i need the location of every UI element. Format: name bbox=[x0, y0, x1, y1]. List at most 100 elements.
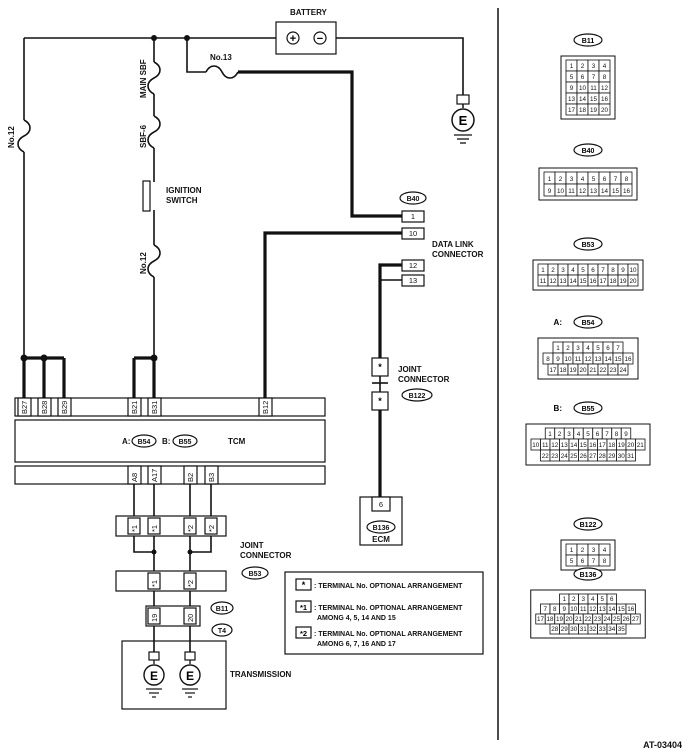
tcm-pin-b2: B2 bbox=[186, 473, 195, 482]
b40-pin-label: 9 bbox=[548, 188, 552, 195]
b40-pin-label: 2 bbox=[559, 176, 563, 183]
tcm-label: TCM bbox=[228, 437, 246, 446]
b136-pin-label: 6 bbox=[610, 596, 614, 603]
b40-badge-label: B40 bbox=[407, 196, 420, 203]
b53-pin-label: 3 bbox=[561, 267, 565, 274]
b136-badge-label: B136 bbox=[580, 572, 597, 579]
b40-pin-label: 11 bbox=[568, 188, 575, 195]
b53-top-pin-2: *1 bbox=[150, 525, 159, 532]
transmission-box bbox=[121, 640, 227, 710]
b53-badge bbox=[573, 237, 603, 251]
fuse-no12-mid-label: No.12 bbox=[139, 252, 148, 274]
b40-pin-label: 8 bbox=[625, 176, 629, 183]
ecm-pin-6: 6 bbox=[379, 500, 383, 509]
ignition-label-1: IGNITION bbox=[166, 186, 202, 195]
b55-pin-label: 19 bbox=[618, 442, 626, 449]
tcm-pin-b28: B28 bbox=[40, 401, 49, 414]
b53-pin-label: 17 bbox=[599, 278, 607, 285]
b54-badge bbox=[573, 315, 603, 329]
b40-pin-label: 5 bbox=[592, 176, 596, 183]
legend-text-2a: : TERMINAL No. OPTIONAL ARRANGEMENT bbox=[314, 605, 463, 612]
b55-pin-label: 1 bbox=[548, 431, 552, 438]
b53-pin-label: 19 bbox=[619, 278, 627, 285]
tcm-block: B27 B28 B29 B21 B31 B12 A: B54 B: B55 TC… bbox=[14, 397, 326, 485]
fuse-no13-label: No.13 bbox=[210, 53, 232, 62]
b11-pin-label: 3 bbox=[592, 63, 596, 70]
b136-pin-label: 32 bbox=[589, 626, 597, 633]
junction-dot bbox=[40, 354, 48, 362]
b136-pin-label: 22 bbox=[584, 616, 592, 623]
fuse-no12-mid-icon bbox=[147, 244, 161, 278]
b53-top-pin-3: *2 bbox=[186, 525, 195, 532]
legend-symbol-1: * bbox=[302, 580, 306, 590]
b55-pin-label: 14 bbox=[570, 442, 578, 449]
b53-pin-label: 5 bbox=[581, 267, 585, 274]
b54-pin-label: 13 bbox=[594, 356, 602, 363]
b122-pin-label: 6 bbox=[581, 558, 585, 565]
b55-pin-label: 7 bbox=[605, 431, 609, 438]
b54-pin-label: 5 bbox=[596, 345, 600, 352]
b53-pin-label: 16 bbox=[589, 278, 597, 285]
b55-pin-label: 17 bbox=[599, 442, 607, 449]
b54-pin-label: 11 bbox=[575, 356, 582, 363]
b54-pin-label: 18 bbox=[559, 367, 567, 374]
b55-pin-label: 9 bbox=[624, 431, 628, 438]
ground-label: E bbox=[459, 113, 468, 128]
fuse-no13-icon bbox=[205, 65, 239, 79]
tcm-connector-b54: B54 bbox=[138, 439, 151, 446]
b54-pin-label: 20 bbox=[579, 367, 587, 374]
ecm-connector-id: B136 bbox=[373, 525, 390, 532]
b136-pin-label: 11 bbox=[580, 606, 587, 613]
b53-top-pin-4: *2 bbox=[207, 525, 216, 532]
b54-pin-label: 14 bbox=[604, 356, 612, 363]
b136-pin-label: 9 bbox=[562, 606, 566, 613]
b40-badge-label: B40 bbox=[582, 148, 595, 155]
b54-pin-label: 22 bbox=[599, 367, 607, 374]
b55-pin-label: 20 bbox=[627, 442, 635, 449]
b55-pin-label: 4 bbox=[577, 431, 581, 438]
b122-badge-label: B122 bbox=[580, 522, 597, 529]
b122-pin-label: 5 bbox=[570, 558, 574, 565]
b55-pin-label: 30 bbox=[618, 453, 626, 460]
ecm-label: ECM bbox=[372, 535, 390, 544]
b11-badge-label: B11 bbox=[216, 606, 229, 613]
b122-cavity bbox=[598, 554, 611, 567]
b55-pin-label: 21 bbox=[637, 442, 645, 449]
b55-pin-label: 31 bbox=[627, 453, 635, 460]
legend-text-1: : TERMINAL No. OPTIONAL ARRANGEMENT bbox=[314, 583, 463, 590]
b11-pin-label: 20 bbox=[601, 107, 609, 114]
battery-ground-wire bbox=[336, 37, 464, 95]
b53-pin-label: 2 bbox=[551, 267, 555, 274]
b55-pin-label: 13 bbox=[561, 442, 569, 449]
b54-pin-label: 8 bbox=[546, 356, 550, 363]
b55-pin-label: 10 bbox=[532, 442, 540, 449]
b54-pin-label: 9 bbox=[556, 356, 560, 363]
b136-pin-label: 16 bbox=[627, 606, 635, 613]
b40-pin-label: 3 bbox=[570, 176, 574, 183]
b55-badge bbox=[573, 401, 603, 415]
b40-pin-label: 13 bbox=[590, 188, 598, 195]
b11-pin-label: 12 bbox=[601, 85, 609, 92]
b53-pin-label: 10 bbox=[629, 267, 637, 274]
b11-pin-label: 13 bbox=[568, 96, 576, 103]
b136-pin-label: 12 bbox=[589, 606, 597, 613]
b40-pin-label: 7 bbox=[614, 176, 618, 183]
ground-icon: E bbox=[451, 94, 475, 144]
b55-badge-label: B55 bbox=[582, 406, 595, 413]
b136-pin-label: 29 bbox=[561, 626, 569, 633]
b136-pin-label: 34 bbox=[608, 626, 616, 633]
b136-pin-label: 8 bbox=[553, 606, 557, 613]
b54-prefix: A: bbox=[554, 318, 562, 327]
trans-pin-19: 19 bbox=[150, 614, 159, 622]
b136-pin-label: 31 bbox=[580, 626, 588, 633]
b53-pin-label: 9 bbox=[621, 267, 625, 274]
b11-badge bbox=[210, 601, 234, 615]
b40-pin-label: 6 bbox=[603, 176, 607, 183]
b136-pin-label: 4 bbox=[591, 596, 595, 603]
b11-pin-label: 10 bbox=[579, 85, 587, 92]
b122-pin-label: 2 bbox=[581, 547, 585, 554]
b136-pin-label: 21 bbox=[575, 616, 583, 623]
